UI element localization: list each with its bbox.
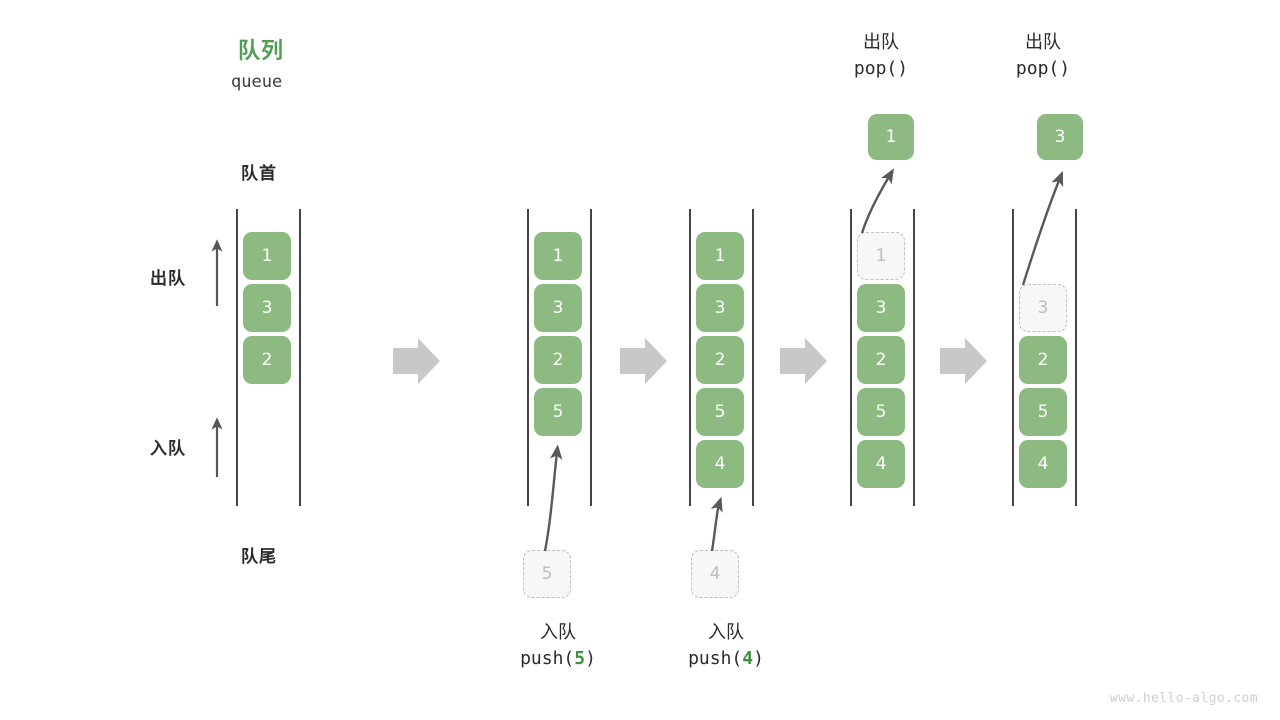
queue-cell: 2 <box>696 336 744 384</box>
pop-1-header: 出队 pop() <box>811 30 951 81</box>
pop-3-arrow <box>1021 170 1064 286</box>
queue-cell-removed: 3 <box>1019 284 1067 332</box>
queue-cell: 5 <box>534 388 582 436</box>
diagram-title-en: queue <box>231 72 283 92</box>
queue-rail-right <box>299 209 301 506</box>
caption-cn: 入队 <box>708 622 744 643</box>
queue-cell: 3 <box>696 284 744 332</box>
queue-cell: 3 <box>243 284 291 332</box>
queue-rear-label: 队尾 <box>241 547 277 567</box>
queue-cell: 2 <box>857 336 905 384</box>
queue-cell: 4 <box>1019 440 1067 488</box>
push-5-caption: 入队 push(5) <box>468 620 648 671</box>
diagram-title-cn: 队列 <box>238 39 285 64</box>
caption-code: pop() <box>853 57 909 79</box>
queue-cell-removed: 1 <box>857 232 905 280</box>
push-5-arrow <box>543 444 563 552</box>
incoming-element-ghost: 4 <box>691 550 739 598</box>
queue-cell: 1 <box>243 232 291 280</box>
queue-cell: 2 <box>534 336 582 384</box>
pop-3-header: 出队 pop() <box>973 30 1113 81</box>
queue-rail-right <box>913 209 915 506</box>
caption-code: pop() <box>1015 57 1071 79</box>
caption-cn: 出队 <box>1025 32 1061 53</box>
queue-rail-right <box>1075 209 1077 506</box>
step-arrow-1 <box>393 338 440 384</box>
queue-cell: 3 <box>534 284 582 332</box>
caption-arg: 4 <box>742 647 754 669</box>
queue-cell: 4 <box>696 440 744 488</box>
queue-rail-right <box>590 209 592 506</box>
pop-1-arrow <box>860 168 894 234</box>
queue-cell: 5 <box>857 388 905 436</box>
dequeue-direction-label: 出队 <box>150 269 186 289</box>
caption-cn: 入队 <box>540 622 576 643</box>
queue-front-label: 队首 <box>241 164 277 184</box>
enqueue-direction-label: 入队 <box>150 439 186 459</box>
incoming-element-ghost: 5 <box>523 550 571 598</box>
popped-element: 3 <box>1037 114 1083 160</box>
queue-cell: 2 <box>1019 336 1067 384</box>
queue-cell: 2 <box>243 336 291 384</box>
caption-code: push(4) <box>688 647 764 669</box>
queue-cell: 1 <box>534 232 582 280</box>
queue-cell: 1 <box>696 232 744 280</box>
watermark: www.hello-algo.com <box>1109 691 1258 706</box>
popped-element: 1 <box>868 114 914 160</box>
step-arrow-3 <box>780 338 827 384</box>
queue-rail-left <box>689 209 691 506</box>
queue-rail-left <box>850 209 852 506</box>
queue-cell: 5 <box>1019 388 1067 436</box>
caption-arg: 5 <box>574 647 586 669</box>
caption-code: push(5) <box>520 647 596 669</box>
queue-rail-right <box>752 209 754 506</box>
queue-cell: 4 <box>857 440 905 488</box>
push-4-caption: 入队 push(4) <box>636 620 816 671</box>
queue-rail-left <box>1012 209 1014 506</box>
queue-rail-left <box>527 209 529 506</box>
push-4-arrow <box>710 496 723 552</box>
queue-rail-left <box>236 209 238 506</box>
queue-cell: 3 <box>857 284 905 332</box>
queue-cell: 5 <box>696 388 744 436</box>
step-arrow-2 <box>620 338 667 384</box>
caption-cn: 出队 <box>863 32 899 53</box>
step-arrow-4 <box>940 338 987 384</box>
